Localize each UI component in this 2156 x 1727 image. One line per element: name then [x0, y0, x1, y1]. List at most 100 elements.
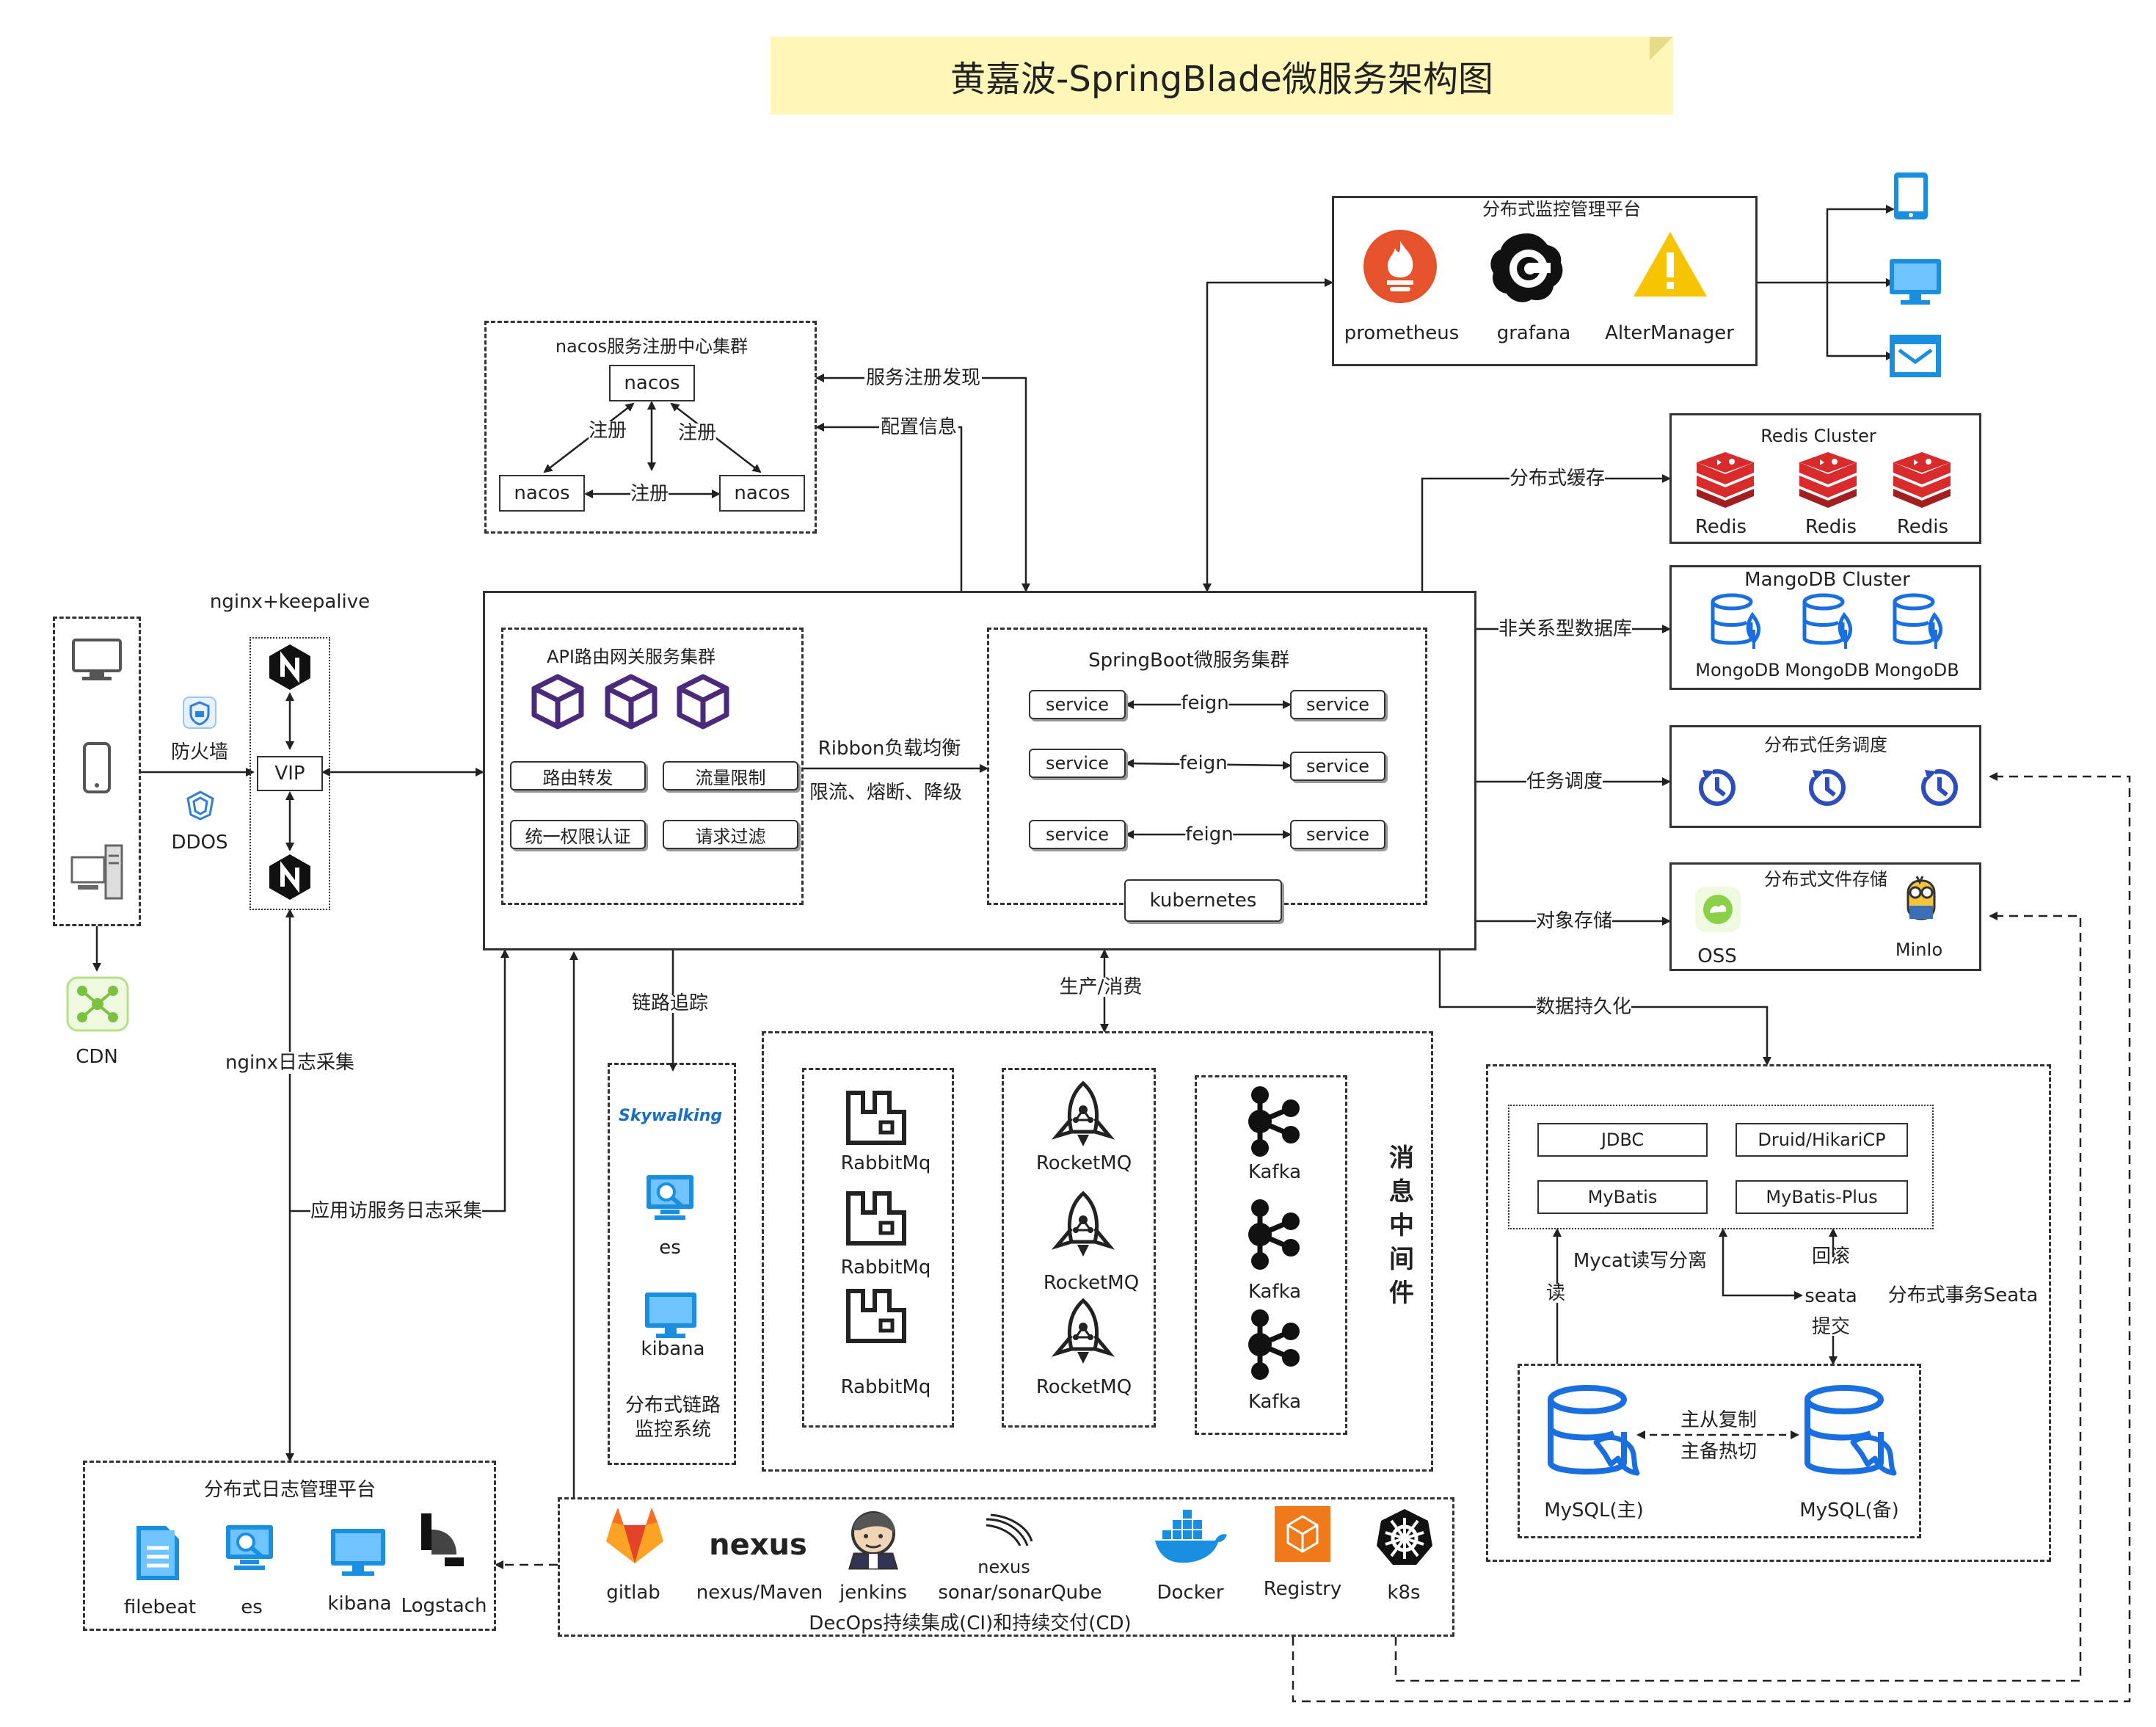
mycat-label: Mycat读写分离 [1573, 1250, 1708, 1272]
skywalking-logo: Skywalking [619, 1107, 723, 1125]
mongo-title: MangoDB Cluster [1744, 569, 1910, 591]
monitor-title: 分布式监控管理平台 [1482, 199, 1641, 219]
k8s-label: k8s [1387, 1582, 1421, 1604]
trace-system-title: 监控系统 [634, 1419, 712, 1441]
nacos-node-top[interactable]: nacos [609, 365, 695, 401]
persist-edge-label: 数据持久化 [1535, 996, 1632, 1018]
request-filter-button[interactable]: 请求过滤 [663, 820, 798, 849]
rabbitmq-icon [846, 1191, 906, 1246]
mq-side-char: 间 [1389, 1245, 1414, 1274]
kibana-monitor-icon [331, 1529, 385, 1576]
rabbitmq-label: RabbitMq [840, 1376, 931, 1398]
rabbitmq-icon [846, 1091, 906, 1145]
mysql-master-label: MySQL(主) [1544, 1499, 1644, 1521]
registry-label: Registry [1263, 1578, 1342, 1600]
trace-edge-label: 链路追踪 [631, 992, 709, 1014]
task-title: 分布式任务调度 [1764, 735, 1887, 755]
service-node[interactable]: service [1290, 752, 1385, 781]
redis-label: Redis [1694, 516, 1747, 538]
mongodb-icon [1802, 593, 1852, 649]
jenkins-label: jenkins [839, 1582, 908, 1604]
nexus-logo: nexus [709, 1528, 807, 1562]
kibana-label: kibana [327, 1593, 392, 1615]
seata-label: seata [1804, 1285, 1857, 1307]
service-node[interactable]: service [1290, 690, 1385, 719]
alert-warning-icon [1634, 232, 1707, 297]
db-platform [1486, 1064, 2051, 1562]
cube-icon [531, 674, 584, 730]
oss-icon [1695, 887, 1741, 932]
jdbc-pill[interactable]: JDBC [1537, 1123, 1708, 1157]
rocketmq-icon [1051, 1080, 1115, 1146]
rate-limit-button[interactable]: 流量限制 [663, 761, 798, 790]
rabbitmq-label: RabbitMq [840, 1152, 931, 1174]
feign-label: feign [1185, 823, 1234, 846]
nginx-keepalive-label: nginx+keepalive [209, 591, 371, 613]
app-log-label: 应用访服务日志采集 [310, 1200, 483, 1222]
object-storage-edge-label: 对象存储 [1535, 910, 1613, 932]
main-platform [483, 591, 1476, 950]
mail-icon [1890, 335, 1941, 377]
service-node[interactable]: service [1029, 690, 1126, 719]
commit-label: 提交 [1811, 1316, 1851, 1338]
nginx-group [250, 637, 330, 910]
minio-icon [1906, 876, 1936, 920]
task-edge-label: 任务调度 [1526, 771, 1603, 793]
nginx-log-label: nginx日志采集 [225, 1052, 355, 1074]
mq-side-char: 件 [1389, 1279, 1414, 1308]
filebeat-label: filebeat [123, 1596, 197, 1618]
sonar-label: sonar/sonarQube [938, 1582, 1102, 1604]
mq-edge-label: 生产/消费 [1059, 976, 1143, 998]
mybatis-pill[interactable]: MyBatis [1537, 1180, 1708, 1214]
unified-auth-button[interactable]: 统一权限认证 [510, 820, 646, 849]
discovery-label: 服务注册发现 [864, 367, 983, 389]
title-fold [1650, 37, 1673, 60]
page-title: 黄嘉波-SpringBlade微服务架构图 [771, 37, 1673, 114]
ribbon-label: Ribbon负载均衡 [817, 738, 961, 760]
redis-icon [1697, 452, 1754, 508]
nacos-node-right[interactable]: nacos [719, 475, 805, 512]
mybatis-plus-pill[interactable]: MyBatis-Plus [1736, 1180, 1908, 1214]
nosql-edge-label: 非关系型数据库 [1498, 618, 1633, 640]
storage-title: 分布式文件存储 [1764, 869, 1887, 890]
firewall-label: 防火墙 [170, 741, 229, 763]
nacos-node-left[interactable]: nacos [499, 475, 585, 512]
kafka-label: Kafka [1248, 1281, 1302, 1303]
seata-tx-label: 分布式事务Seata [1887, 1284, 2039, 1306]
cube-icon [677, 674, 729, 730]
minio-label: MinIo [1895, 939, 1943, 960]
service-node[interactable]: service [1290, 820, 1385, 849]
tablet-icon [1894, 172, 1928, 219]
route-forward-button[interactable]: 路由转发 [510, 761, 646, 790]
cache-edge-label: 分布式缓存 [1509, 468, 1606, 490]
kafka-group [1195, 1075, 1347, 1435]
logstash-label: Logstach [401, 1595, 487, 1617]
kubernetes-node[interactable]: kubernetes [1124, 879, 1282, 922]
rabbitmq-group [802, 1068, 954, 1428]
grafana-label: grafana [1496, 322, 1571, 344]
log-title: 分布式日志管理平台 [203, 1479, 376, 1501]
nexus-label: nexus/Maven [696, 1582, 823, 1604]
read-label: 读 [1545, 1282, 1566, 1304]
rocketmq-label: RocketMQ [1043, 1272, 1140, 1294]
rollback-label: 回滚 [1811, 1246, 1851, 1268]
service-node[interactable]: service [1029, 820, 1126, 849]
service-node[interactable]: service [1029, 749, 1126, 778]
es-search-icon [226, 1525, 273, 1570]
mq-side-char: 息 [1389, 1177, 1414, 1207]
druid-pill[interactable]: Druid/HikariCP [1736, 1123, 1908, 1157]
mq-side-char: 消 [1389, 1144, 1414, 1173]
server-icon [70, 844, 123, 900]
kafka-label: Kafka [1248, 1161, 1302, 1183]
register-label: 注册 [630, 483, 669, 505]
gateway-title: API路由网关服务集群 [547, 647, 715, 667]
circuit-label: 限流、熔断、降级 [809, 782, 963, 804]
redis-title: Redis Cluster [1760, 426, 1876, 446]
mongodb-icon [1711, 593, 1760, 649]
mysql-slave-icon [1804, 1385, 1897, 1476]
desktop-icon [72, 639, 122, 680]
kibana-monitor-icon [645, 1292, 696, 1338]
vip-box[interactable]: VIP [257, 756, 323, 791]
devops-platform [558, 1497, 1454, 1637]
